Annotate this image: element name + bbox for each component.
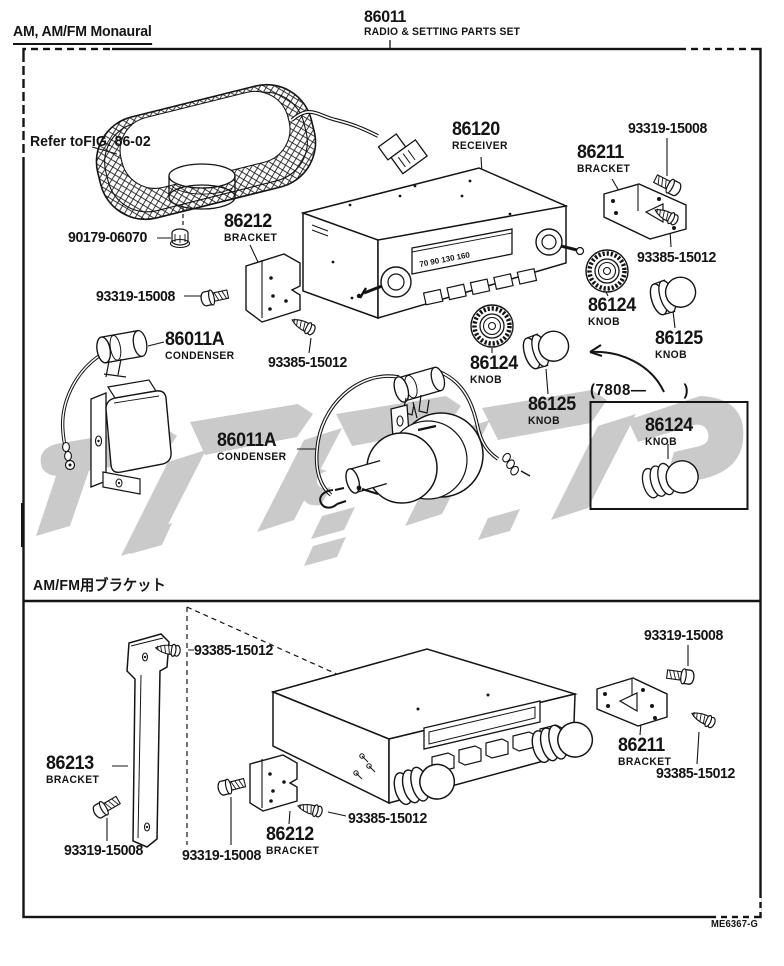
knob-86124-right-drawing (586, 250, 628, 292)
part-name: CONDENSER (217, 450, 287, 463)
part-number: 86120 (452, 119, 500, 140)
speaker-drawing (95, 83, 429, 221)
bracket-86212-bottom-drawing (249, 754, 298, 812)
condenser-1-drawing (60, 329, 172, 495)
part-number: 86125 (528, 394, 576, 415)
refer-note: Refer toFIG. 86-02 (30, 133, 151, 152)
part-name: KNOB (645, 435, 677, 448)
part-number: 86211 (577, 142, 624, 163)
part-number: 86124 (470, 353, 518, 374)
speaker-nut-drawing (169, 228, 191, 249)
bolt-bottom-1 (90, 792, 123, 821)
part-name: BRACKET (224, 231, 278, 244)
bolt-upper-left (199, 286, 230, 308)
part-label-bolt-bottom-2: 93319-15008 (182, 848, 261, 864)
part-name: BRACKET (46, 773, 100, 786)
part-label-speaker-nut: 90179-06070 (68, 230, 147, 246)
part-set-number: 86011 (364, 7, 407, 26)
part-name: KNOB (655, 348, 687, 361)
part-number: 86124 (588, 295, 636, 316)
part-label-screw-lower-left: 93385-15012 (194, 643, 273, 659)
bolt-bottom-right (665, 665, 696, 686)
condenser-2-drawing (314, 366, 531, 509)
leader-lines (91, 138, 700, 845)
part-label-screw-mid: 93385-15012 (268, 355, 347, 371)
page-title: AM, AM/FM Monaural (13, 24, 152, 45)
bracket-86212-top-drawing (245, 253, 301, 323)
part-label-bolt-bottom-right: 93319-15008 (644, 628, 723, 644)
part-name: BRACKET (618, 755, 672, 768)
part-label-bolt-upper-left: 93319-15008 (96, 289, 175, 305)
part-name: BRACKET (266, 844, 320, 857)
part-name: KNOB (470, 373, 502, 386)
inset-box (589, 401, 749, 510)
part-name: RECEIVER (452, 139, 508, 152)
part-number: 93319-15008 (96, 288, 175, 305)
part-set-name: RADIO & SETTING PARTS SET (364, 26, 521, 38)
knob-86125-right-drawing (646, 271, 701, 318)
part-name: KNOB (528, 414, 560, 427)
wire-connector (377, 133, 429, 175)
screw-bottom-right (688, 707, 718, 730)
bolt-bottom-2 (215, 774, 248, 798)
refer-note-line1: Refer to (30, 133, 84, 150)
bracket-86213-drawing (126, 606, 365, 848)
part-number: 86212 (266, 824, 314, 845)
part-number: 93319-15008 (182, 847, 261, 864)
page-border (21, 40, 762, 919)
part-label-screw-bottom-center: 93385-15012 (348, 811, 427, 827)
part-number: 86011A (165, 329, 225, 350)
part-number: 93385-15012 (656, 765, 735, 782)
part-number: 86213 (46, 753, 94, 774)
bracket-86211-top-drawing (603, 183, 687, 240)
part-number: 93319-15008 (628, 120, 707, 137)
curved-arrow (589, 350, 665, 393)
screw-bottom-center (295, 799, 325, 819)
receiver-drawing: 70 90 130 160 (300, 167, 585, 320)
part-name: CONDENSER (165, 349, 235, 362)
knob-86124-center-drawing (471, 305, 513, 347)
part-number: 86211 (618, 735, 665, 756)
part-number: 86125 (655, 328, 703, 349)
bottom-radio-drawing (270, 648, 578, 805)
part-label-bolt-bottom-1: 93319-15008 (64, 843, 143, 859)
part-label-screw-bottom-right: 93385-15012 (656, 766, 735, 782)
refer-note-line2: FIG. 86-02 (83, 133, 151, 150)
part-number: 86212 (224, 211, 272, 232)
bracket-86211-bottom-drawing (596, 677, 668, 727)
part-name: BRACKET (577, 162, 631, 175)
screw-mid (288, 314, 318, 338)
part-number: 93385-15012 (637, 249, 716, 266)
inset-caption: (7808— ) (590, 382, 689, 399)
part-number: 93385-15012 (268, 354, 347, 371)
knob-86125-center-drawing (519, 325, 574, 372)
inset-group (589, 344, 749, 510)
part-number: 93385-15012 (194, 642, 273, 659)
part-name: KNOB (588, 315, 620, 328)
part-label-bolt-top-right: 93319-15008 (628, 121, 707, 137)
part-number: 93319-15008 (64, 842, 143, 859)
part-label-screw-right: 93385-15012 (637, 250, 716, 266)
part-number: 93319-15008 (644, 627, 723, 644)
part-number: 90179-06070 (68, 229, 147, 246)
part-number: 86011A (217, 430, 277, 451)
part-number: 86124 (645, 415, 693, 436)
part-number: 93385-15012 (348, 810, 427, 827)
section2-title: AM/FM用ブラケット (33, 577, 166, 594)
doc-code: ME6367-G (711, 919, 758, 930)
